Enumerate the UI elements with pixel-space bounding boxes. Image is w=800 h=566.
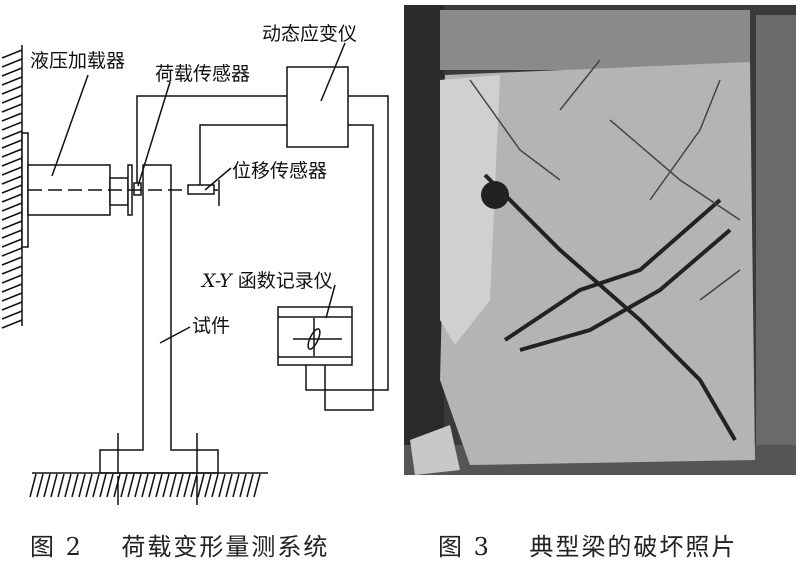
hatch-line	[1, 184, 23, 194]
hatch-line	[1, 202, 23, 212]
hatch-line	[1, 193, 23, 203]
hatch-line	[1, 148, 23, 158]
hatch-line	[1, 283, 23, 293]
hatch-line	[106, 473, 114, 498]
label-xy-recorder: X-Y 函数记录仪	[202, 272, 333, 291]
hatch-line	[64, 473, 72, 498]
hatch-line	[1, 76, 23, 86]
hatch-line	[1, 85, 23, 95]
hatch-line	[1, 301, 23, 311]
caption-figure-2: 图 2 荷载变形量测系统	[30, 535, 329, 559]
cracks	[483, 173, 737, 442]
hatch-line	[190, 473, 198, 498]
hatch-line	[57, 473, 65, 498]
wire	[324, 124, 374, 411]
hatch-line	[29, 473, 37, 498]
hatch-line	[1, 103, 23, 113]
label-displacement-sensor: 位移传感器	[232, 160, 328, 182]
caption-text: 典型梁的破坏照片	[529, 533, 738, 561]
hatch-line	[36, 473, 44, 498]
load-cell	[133, 182, 142, 196]
concrete-beam	[440, 62, 755, 465]
strain-meter-box	[286, 66, 349, 148]
hatch-line	[1, 247, 23, 257]
wire	[305, 95, 389, 391]
hatch-line	[1, 166, 23, 176]
label-strain-meter: 动态应变仪	[262, 23, 358, 45]
hatch-line	[211, 473, 219, 498]
caption-figure-3: 图 3 典型梁的破坏照片	[438, 535, 737, 559]
hatch-line	[1, 67, 23, 77]
caption-text: 荷载变形量测系统	[121, 533, 330, 561]
hatch-line	[50, 473, 58, 498]
wire	[136, 95, 287, 183]
hatch-line	[85, 473, 93, 498]
wall-hatch	[1, 49, 23, 329]
hatch-line	[169, 473, 177, 498]
hatch-line	[127, 473, 135, 498]
hatch-line	[1, 310, 23, 320]
hatch-line	[1, 94, 23, 104]
hatch-line	[204, 473, 212, 498]
hatch-line	[1, 238, 23, 248]
hatch-line	[239, 473, 247, 498]
ground-hatch	[29, 473, 261, 498]
label-actuator: 液压加载器	[30, 50, 126, 72]
label-load-cell: 荷载传感器	[155, 63, 251, 85]
hatch-line	[225, 473, 233, 498]
hatch-line	[71, 473, 79, 498]
hatch-line	[246, 473, 254, 498]
hatch-line	[197, 473, 205, 498]
hatch-line	[155, 473, 163, 498]
label-xy-prefix: X-Y	[202, 270, 232, 292]
hatch-line	[92, 473, 100, 498]
hatch-line	[1, 229, 23, 239]
hatch-line	[1, 319, 23, 329]
hatch-line	[1, 157, 23, 167]
hatch-line	[134, 473, 142, 498]
hatch-line	[1, 256, 23, 266]
hatch-line	[162, 473, 170, 498]
hatch-line	[1, 220, 23, 230]
hatch-line	[120, 473, 128, 498]
wall-plate	[21, 132, 29, 248]
hatch-line	[1, 49, 23, 59]
hatch-line	[78, 473, 86, 498]
hatch-line	[253, 473, 261, 498]
hatch-line	[1, 274, 23, 284]
hatch-line	[43, 473, 51, 498]
caption-number: 图 2	[30, 533, 83, 561]
hatch-line	[1, 112, 23, 122]
wire	[199, 124, 287, 185]
hatch-line	[1, 58, 23, 68]
hatch-line	[148, 473, 156, 498]
displacement-sensor	[187, 184, 215, 195]
label-xy-text: 函数记录仪	[237, 270, 333, 292]
label-specimen: 试件	[192, 315, 231, 337]
test-setup-diagram	[1, 42, 389, 505]
hatch-line	[1, 211, 23, 221]
hatch-line	[141, 473, 149, 498]
hatch-line	[183, 473, 191, 498]
hatch-line	[1, 175, 23, 185]
hysteresis-loop-icon	[307, 328, 321, 350]
hatch-line	[218, 473, 226, 498]
hatch-line	[1, 292, 23, 302]
hatch-line	[1, 121, 23, 131]
hatch-line	[99, 473, 107, 498]
actuator-rod	[109, 177, 129, 206]
hatch-line	[1, 130, 23, 140]
caption-number: 图 3	[438, 533, 491, 561]
hatch-line	[176, 473, 184, 498]
hatch-line	[113, 473, 121, 498]
hatch-line	[1, 265, 23, 275]
hatch-line	[1, 139, 23, 149]
hatch-line	[232, 473, 240, 498]
